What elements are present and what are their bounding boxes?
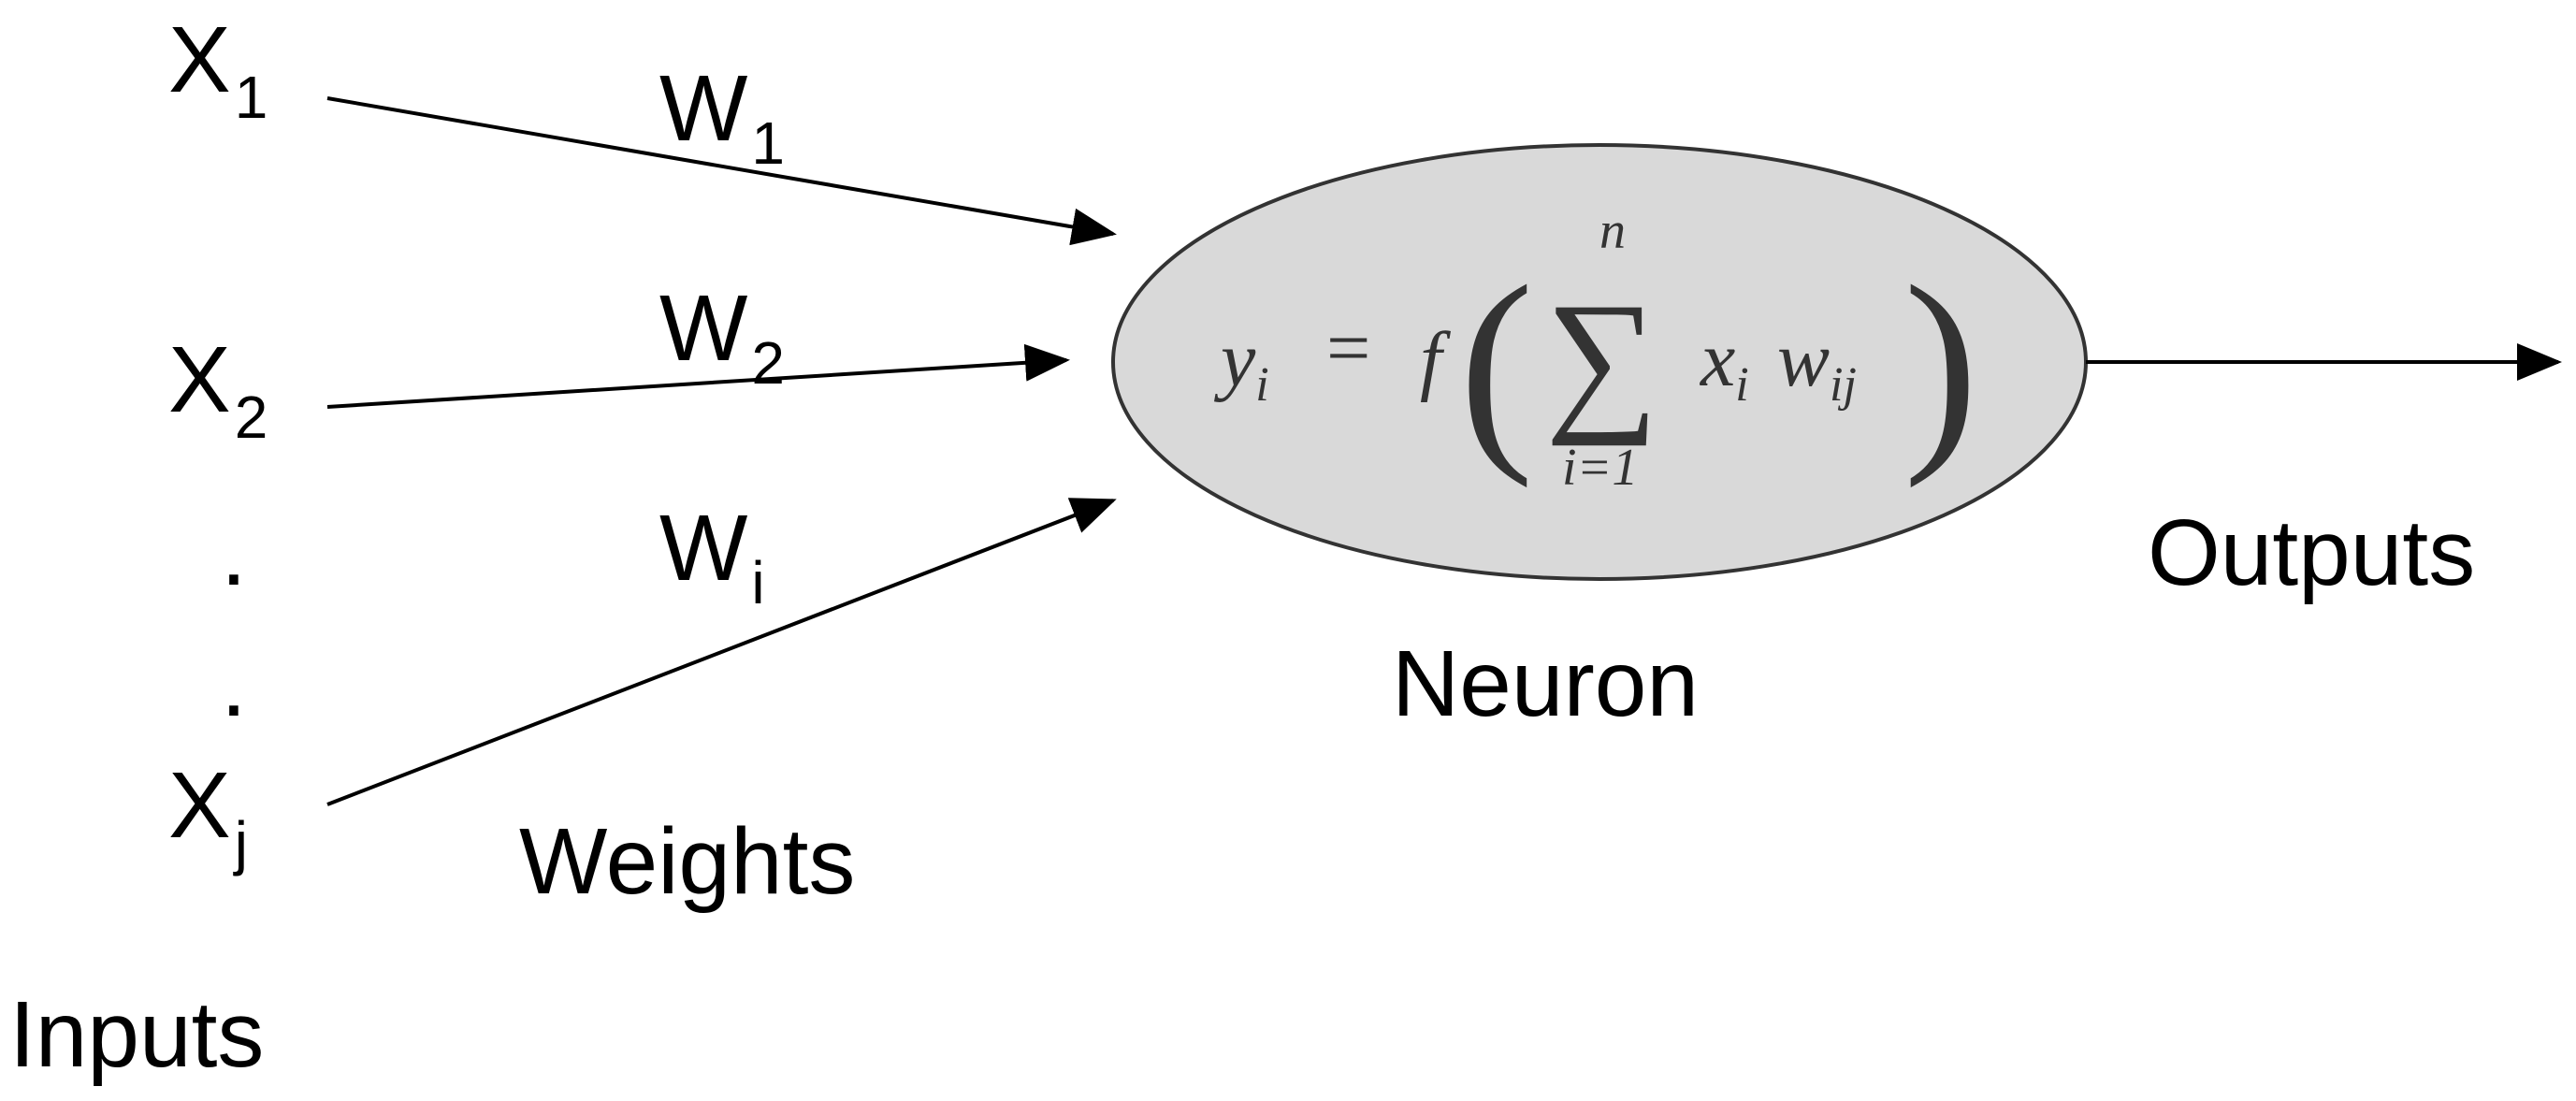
- weight-w2-label: W2: [659, 276, 785, 397]
- formula-term-w: wij: [1777, 316, 1857, 412]
- input-ellipsis-dot-2: .: [221, 631, 247, 736]
- input-x2-label: X2: [168, 327, 268, 451]
- input-arrow-1: [326, 96, 1117, 246]
- weight-wi-label: Wi: [659, 496, 765, 616]
- formula-equals: =: [1326, 305, 1370, 392]
- formula-sigma: ∑: [1545, 270, 1658, 446]
- input-ellipsis-dot-1: .: [221, 500, 247, 605]
- inputs-label: Inputs: [9, 982, 264, 1087]
- input-x1-label: X1: [168, 7, 268, 131]
- weights-label: Weights: [519, 809, 855, 914]
- input-arrow-j: [326, 498, 1117, 806]
- formula-lower-limit: i=1: [1562, 439, 1638, 497]
- input-arrow-2: [326, 343, 1070, 409]
- formula-upper-limit: n: [1599, 202, 1626, 260]
- formula-lhs: yi: [1213, 316, 1269, 412]
- neuron-label: Neuron: [1392, 631, 1699, 736]
- weight-w1-label: W1: [659, 56, 785, 177]
- formula-open-paren: (: [1459, 239, 1534, 488]
- formula-term-x: xi: [1699, 316, 1749, 412]
- input-xj-label: Xj: [168, 753, 248, 876]
- formula-close-paren: ): [1903, 239, 1978, 488]
- outputs-label: Outputs: [2148, 500, 2475, 605]
- neuron-formula: yi = f ( n ∑ i=1 xi wij ): [1213, 202, 1978, 497]
